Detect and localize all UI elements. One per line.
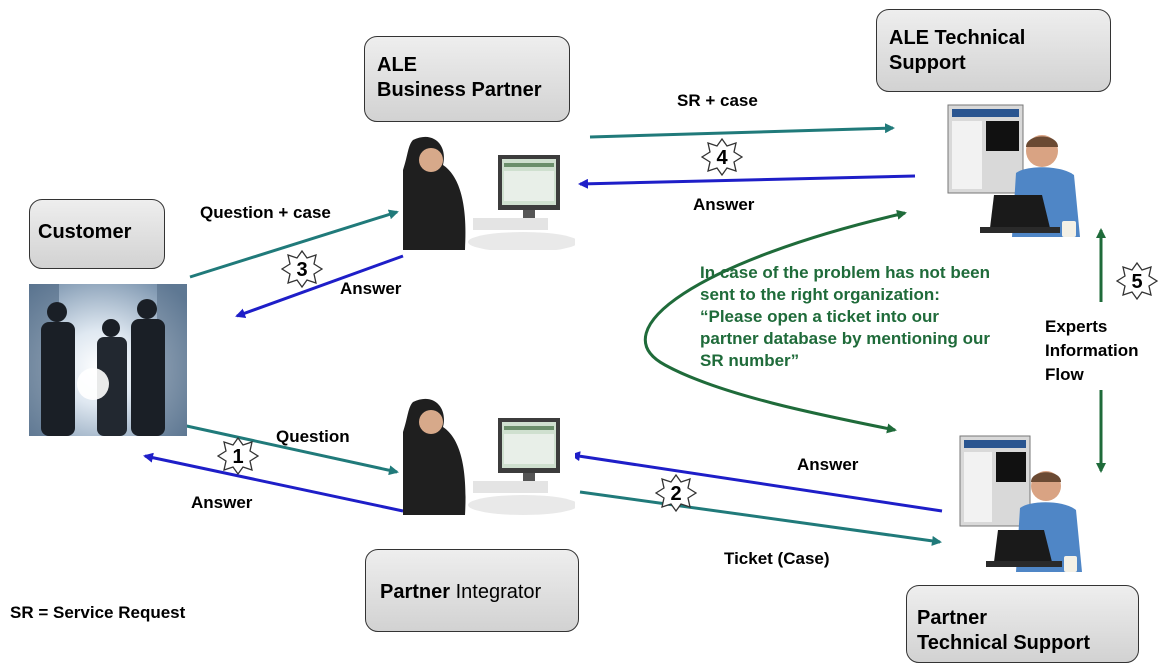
step-marker-1: 1 xyxy=(217,437,259,475)
note-line1: In case of the problem has not been xyxy=(700,263,990,282)
star-burst-icon xyxy=(1116,262,1158,300)
arrow-answer-2 xyxy=(570,451,943,513)
star-burst-icon xyxy=(217,437,259,475)
arrow-redirect-curve xyxy=(643,209,907,434)
label-question-case: Question + case xyxy=(200,203,331,222)
label-answer-3: Answer xyxy=(340,279,402,298)
step-3-label: 3 xyxy=(296,259,307,281)
label-sr-case: SR + case xyxy=(677,91,758,110)
customer-label: Customer xyxy=(38,221,132,243)
note-line5: SR number” xyxy=(700,351,800,370)
support-engineer-photo-bottom xyxy=(958,434,1088,576)
step-2-label: 2 xyxy=(670,483,681,505)
ale-technical-support-box: ALE Technical Support xyxy=(876,9,1111,92)
note-line2: sent to the right organization: xyxy=(700,285,940,304)
ale-ts-line2: Support xyxy=(889,52,966,74)
ale-business-partner-box: ALE Business Partner xyxy=(364,36,570,122)
partner-integrator-box: Partner Integrator xyxy=(365,549,579,632)
business-people-photo xyxy=(29,284,187,436)
support-engineer-photo-top xyxy=(946,103,1086,241)
arrow-answer-4 xyxy=(578,174,916,189)
note-line4: partner database by mentioning our xyxy=(700,329,990,348)
step-marker-2: 2 xyxy=(655,474,697,512)
step-marker-4: 4 xyxy=(701,138,743,176)
star-burst-icon xyxy=(701,138,743,176)
ale-bp-line1: ALE xyxy=(377,54,417,76)
ale-ts-line1: ALE Technical xyxy=(889,27,1026,49)
call-center-agent-photo-top xyxy=(403,130,575,250)
label-experts-line3: Flow xyxy=(1045,365,1084,384)
arrow-question-case xyxy=(189,209,399,279)
partner-integrator-bold: Partner xyxy=(380,581,451,603)
partner-technical-support-box: Partner Technical Support xyxy=(906,585,1139,663)
label-experts-line1: Experts xyxy=(1045,317,1108,336)
step-marker-3: 3 xyxy=(281,250,323,288)
arrow-answer-1 xyxy=(143,452,404,513)
label-answer-2: Answer xyxy=(797,455,859,474)
arrow-answer-3 xyxy=(235,254,404,318)
step-marker-5: 5 xyxy=(1116,262,1158,300)
star-burst-icon xyxy=(281,250,323,288)
label-experts-line2: Information xyxy=(1045,341,1139,360)
star-burst-icon xyxy=(655,474,697,512)
label-question: Question xyxy=(276,427,350,446)
label-answer-1: Answer xyxy=(191,493,253,512)
label-answer-4: Answer xyxy=(693,195,755,214)
ale-bp-line2: Business Partner xyxy=(377,79,542,101)
footnote: SR = Service Request xyxy=(10,603,186,622)
partner-ts-line2: Technical Support xyxy=(917,632,1090,654)
partner-ts-line1: Partner xyxy=(917,607,988,629)
step-1-label: 1 xyxy=(232,446,243,468)
note-line3: “Please open a ticket into our xyxy=(700,307,940,326)
arrow-question xyxy=(149,416,399,476)
partner-integrator-plain: Integrator xyxy=(455,581,542,603)
step-5-label: 5 xyxy=(1131,271,1142,293)
customer-box: Customer xyxy=(29,199,165,269)
redirect-note: In case of the problem has not been sent… xyxy=(700,262,1045,372)
step-4-label: 4 xyxy=(716,147,728,169)
arrow-sr-case xyxy=(589,123,895,139)
label-ticket-case: Ticket (Case) xyxy=(724,549,830,568)
arrow-ticket-case xyxy=(579,490,942,546)
call-center-agent-photo-bottom xyxy=(403,390,575,515)
